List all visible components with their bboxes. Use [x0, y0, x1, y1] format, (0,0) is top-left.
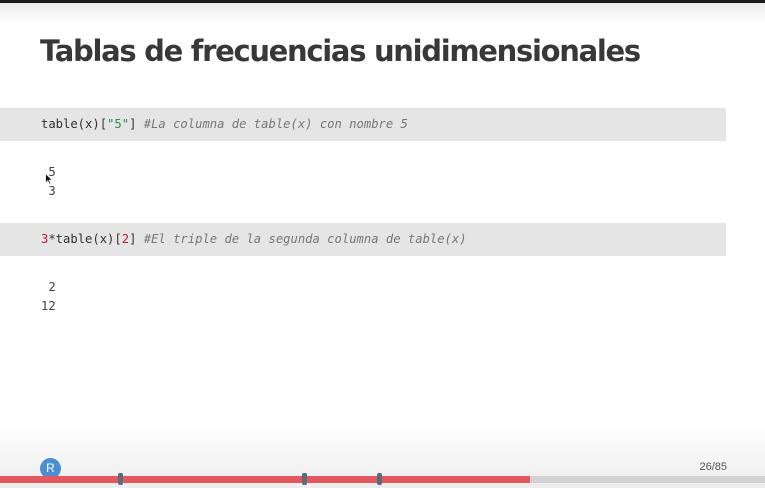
code-token: ]: [129, 232, 144, 246]
mouse-cursor-icon: [45, 173, 53, 185]
code-token: *table(x)[: [48, 232, 122, 246]
output-line: 3: [41, 184, 56, 198]
output-line: 12: [41, 299, 56, 313]
slide-counter: 26/85: [699, 461, 727, 473]
code-block-2: 3*table(x)[2] #El triple de la segunda c…: [0, 223, 726, 256]
code-token: table(x)[: [41, 117, 108, 131]
progress-bar[interactable]: [0, 473, 765, 485]
progress-section-marker[interactable]: [118, 473, 124, 485]
code-block-1: table(x)["5"] #La columna de table(x) co…: [0, 108, 726, 141]
output-line: 5: [41, 165, 56, 179]
progress-fill: [0, 476, 531, 483]
code-token: 3: [41, 232, 49, 246]
progress-section-marker[interactable]: [301, 473, 307, 485]
output-block-1: 5 3: [41, 163, 56, 201]
progress-section-marker[interactable]: [376, 473, 382, 485]
r-logo-icon: R: [40, 458, 61, 479]
output-block-2: 2 12: [41, 278, 56, 316]
header-shade: [0, 3, 765, 25]
slide-title: Tablas de frecuencias unidimensionales: [40, 34, 641, 68]
code-token: "5": [107, 117, 130, 131]
output-line: 2: [41, 280, 56, 294]
code-token: ]: [129, 117, 144, 131]
code-token: 2: [121, 232, 130, 246]
code-token: #La columna de table(x) con nombre 5: [143, 117, 408, 131]
code-token: #El triple de la segunda columna de tabl…: [143, 232, 467, 246]
window-top-border: [0, 0, 765, 3]
